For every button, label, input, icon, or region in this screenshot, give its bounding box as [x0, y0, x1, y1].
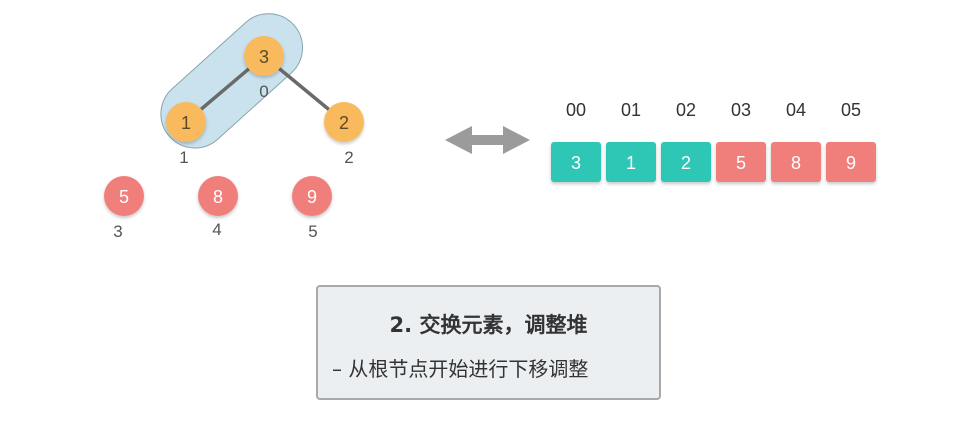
array-cell[interactable] — [606, 142, 656, 182]
tree-node-value: 5 — [119, 187, 129, 207]
array-cell[interactable] — [661, 142, 711, 182]
array-index-label: 01 — [621, 100, 641, 120]
tree-node-value: 3 — [259, 47, 269, 67]
array-cell-value: 8 — [791, 153, 801, 173]
array-cell-value: 5 — [736, 153, 746, 173]
tree-node[interactable] — [104, 176, 144, 216]
tree-node-value: 1 — [181, 113, 191, 133]
tree-node-index: 4 — [212, 220, 221, 239]
array-cell-value: 3 — [571, 153, 581, 173]
caption-box: 2. 交换元素，调整堆 – 从根节点开始进行下移调整 — [316, 285, 661, 400]
array-cell-value: 1 — [626, 153, 636, 173]
array-cell[interactable] — [826, 142, 876, 182]
array-index-label: 00 — [566, 100, 586, 120]
tree-node-index: 5 — [308, 222, 317, 241]
array-index-label: 05 — [841, 100, 861, 120]
tree-node[interactable] — [166, 102, 206, 142]
array-cell[interactable] — [771, 142, 821, 182]
array-index-label: 04 — [786, 100, 806, 120]
tree-node-circle — [292, 176, 332, 216]
tree-node-index: 1 — [179, 148, 188, 167]
tree-node-value: 8 — [213, 187, 223, 207]
array-cell-value: 2 — [681, 153, 691, 173]
caption-title: 2. 交换元素，调整堆 — [389, 313, 588, 337]
tree-node-value: 2 — [339, 113, 349, 133]
tree-node[interactable] — [324, 102, 364, 142]
array-cell[interactable] — [551, 142, 601, 182]
tree-node-circle — [324, 102, 364, 142]
tree-node-index: 0 — [259, 82, 268, 101]
tree-node[interactable] — [198, 176, 238, 216]
caption-subtitle: – 从根节点开始进行下移调整 — [332, 357, 589, 381]
tree-node-value: 9 — [307, 187, 317, 207]
tree-node-circle — [244, 36, 284, 76]
tree-node-index: 2 — [344, 148, 353, 167]
array-cell[interactable] — [716, 142, 766, 182]
array-index-label: 03 — [731, 100, 751, 120]
array-index-label: 02 — [676, 100, 696, 120]
tree-node-circle — [104, 176, 144, 216]
tree-node-circle — [198, 176, 238, 216]
tree-node[interactable] — [292, 176, 332, 216]
array-cell-value: 9 — [846, 153, 856, 173]
tree-node-circle — [166, 102, 206, 142]
swap-highlight — [160, 13, 303, 149]
double-arrow-icon — [445, 126, 530, 154]
tree-node[interactable] — [244, 36, 284, 76]
tree-node-index: 3 — [113, 222, 122, 241]
